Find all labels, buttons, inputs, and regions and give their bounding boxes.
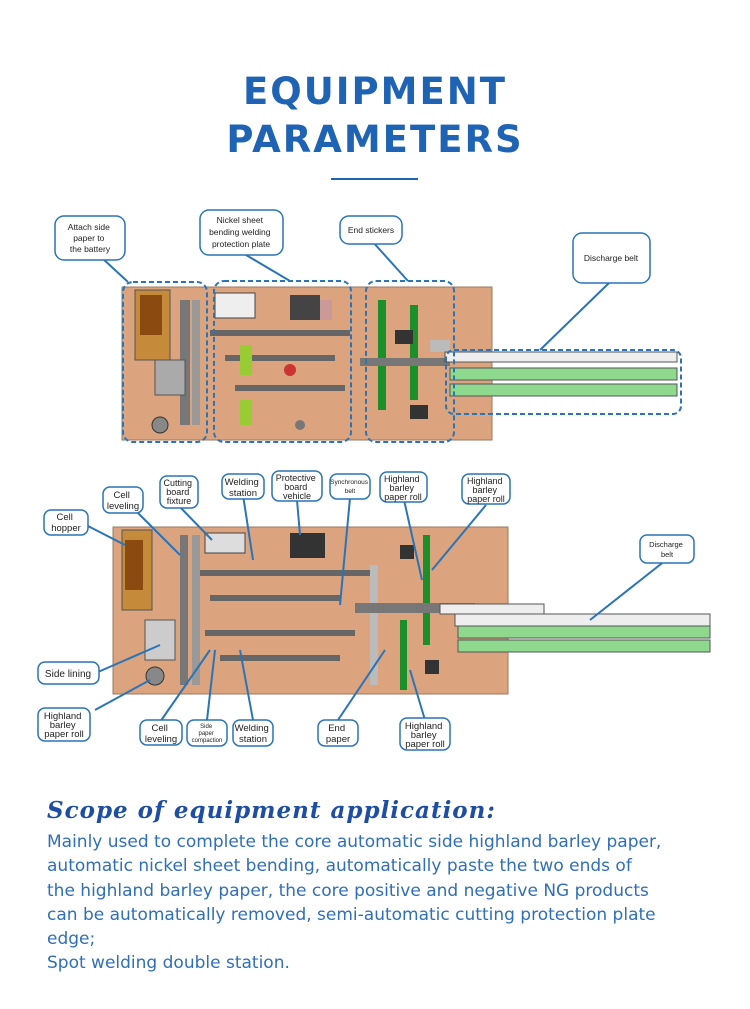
cell-leveling-top-2: leveling — [107, 501, 139, 512]
svg-text:Cell leveling: Cell leveling — [145, 723, 177, 745]
cutting-3: fixture — [167, 496, 192, 506]
bottom-machine-layout — [112, 526, 711, 695]
svg-text:Side lining: Side lining — [45, 669, 91, 680]
svg-text:Nickel sheet bending wel: Nickel sheet bending welding protection … — [209, 215, 273, 249]
scope-line-5: edge; — [47, 929, 96, 950]
attach-label-1: Attach side — [68, 222, 110, 232]
bottom-leader-lines — [85, 494, 667, 723]
svg-text:End paper: End paper — [326, 723, 350, 745]
cell-hopper-2: hopper — [51, 523, 81, 534]
welding-bottom-2: station — [239, 734, 267, 745]
highland-bottom-2: barley — [411, 730, 437, 741]
svg-text:Welding station: Welding station — [235, 723, 272, 745]
end-paper-1: End — [328, 723, 345, 734]
side-paper-1: Side — [200, 724, 213, 730]
scope-line-3: the highland barley paper, the core posi… — [47, 880, 649, 901]
end-paper-2: paper — [326, 734, 350, 745]
highland-a-1: Highland — [384, 474, 420, 484]
discharge-bottom-2: belt — [661, 550, 674, 559]
discharge-belt-label: Discharge belt — [584, 253, 639, 263]
svg-text:Cell leveling: Cell leveling — [107, 490, 139, 512]
svg-text:Highland barley pa: Highland barley paper roll — [467, 476, 505, 504]
svg-text:Protective board v: Protective board vehicle — [276, 473, 319, 501]
svg-text:Cutting board fixt: Cutting board fixture — [163, 478, 194, 506]
svg-text:Highland barley pa: Highland barley paper roll — [405, 721, 445, 750]
scope-line-6: Spot welding double station. — [47, 953, 290, 974]
highland-left-3: paper roll — [44, 729, 84, 740]
svg-text:Discharge belt: Discharge belt — [649, 540, 685, 559]
nickel-label-3: protection plate — [212, 239, 270, 249]
highland-b-3: paper roll — [467, 494, 505, 504]
highland-bottom-3: paper roll — [405, 739, 445, 750]
scope-description: Mainly used to complete the core automat… — [47, 830, 727, 976]
highland-bottom-1: Highland — [405, 721, 443, 732]
attach-label-3: the battery — [70, 244, 111, 254]
side-lining-label: Side lining — [45, 669, 91, 680]
synchronous-1: Synchronous — [330, 479, 369, 486]
welding-top-1: Welding — [225, 477, 259, 488]
cell-hopper-1: Cell — [56, 512, 72, 523]
welding-bottom-1: Welding — [235, 723, 269, 734]
scope-line-1: Mainly used to complete the core automat… — [47, 832, 662, 852]
page-title-line-1: EQUIPMENT — [243, 70, 507, 113]
svg-text:Highland barley pa: Highland barley paper roll — [384, 474, 422, 502]
cutting-1: Cutting — [163, 478, 192, 488]
equipment-diagrams: Attach side paper to the battery Nickel … — [37, 209, 711, 751]
page-title-line-2: PARAMETERS — [226, 118, 524, 161]
title-underline — [331, 178, 418, 180]
svg-text:Highland barley pa: Highland barley paper roll — [44, 711, 84, 740]
highland-b-1: Highland — [467, 476, 503, 486]
cell-leveling-bottom-2: leveling — [145, 734, 177, 745]
scope-heading: Scope of equipment application: — [47, 797, 496, 824]
cell-leveling-bottom-1: Cell — [151, 723, 167, 734]
bottom-callouts: Cell hopper Cell leveling Cutting board … — [37, 470, 695, 751]
scope-line-2: automatic nickel sheet bending, automati… — [47, 856, 632, 877]
svg-text:Cell hopper: Cell hopper — [51, 512, 81, 534]
protective-2: board — [284, 482, 307, 492]
side-paper-2: paper — [198, 731, 213, 737]
svg-text:End stickers: End stickers — [348, 225, 394, 235]
highland-left-2: barley — [50, 720, 76, 731]
end-stickers-label: End stickers — [348, 225, 394, 235]
discharge-bottom-1: Discharge — [649, 540, 683, 549]
top-callouts: Attach side paper to the battery Nickel … — [54, 209, 651, 284]
highland-a-2: barley — [389, 483, 414, 493]
svg-text:Attach side paper to: Attach side paper to the battery — [68, 222, 112, 254]
svg-text:Discharge belt: Discharge belt — [584, 253, 639, 263]
protective-3: vehicle — [283, 491, 311, 501]
welding-top-2: station — [229, 488, 257, 499]
nickel-label-1: Nickel sheet — [217, 215, 264, 225]
highland-a-3: paper roll — [384, 492, 422, 502]
side-paper-3: compaction — [192, 738, 223, 744]
cutting-2: board — [166, 487, 189, 497]
top-dashed-regions — [122, 280, 682, 443]
synchronous-2: belt — [345, 488, 356, 495]
highland-left-1: Highland — [44, 711, 82, 722]
top-machine-layout — [121, 286, 678, 441]
scope-line-4: can be automatically removed, semi-autom… — [47, 904, 656, 925]
attach-label-2: paper to — [73, 233, 104, 243]
svg-text:Welding station: Welding station — [225, 477, 262, 499]
highland-b-2: barley — [472, 485, 497, 495]
cell-leveling-top-1: Cell — [113, 490, 129, 501]
svg-text:Synchronous belt: Synchronous belt — [330, 479, 370, 495]
nickel-label-2: bending welding — [209, 227, 271, 237]
top-leader-lines — [101, 240, 611, 351]
protective-1: Protective — [276, 473, 316, 483]
svg-text:Side paper compact: Side paper compaction — [192, 724, 223, 744]
